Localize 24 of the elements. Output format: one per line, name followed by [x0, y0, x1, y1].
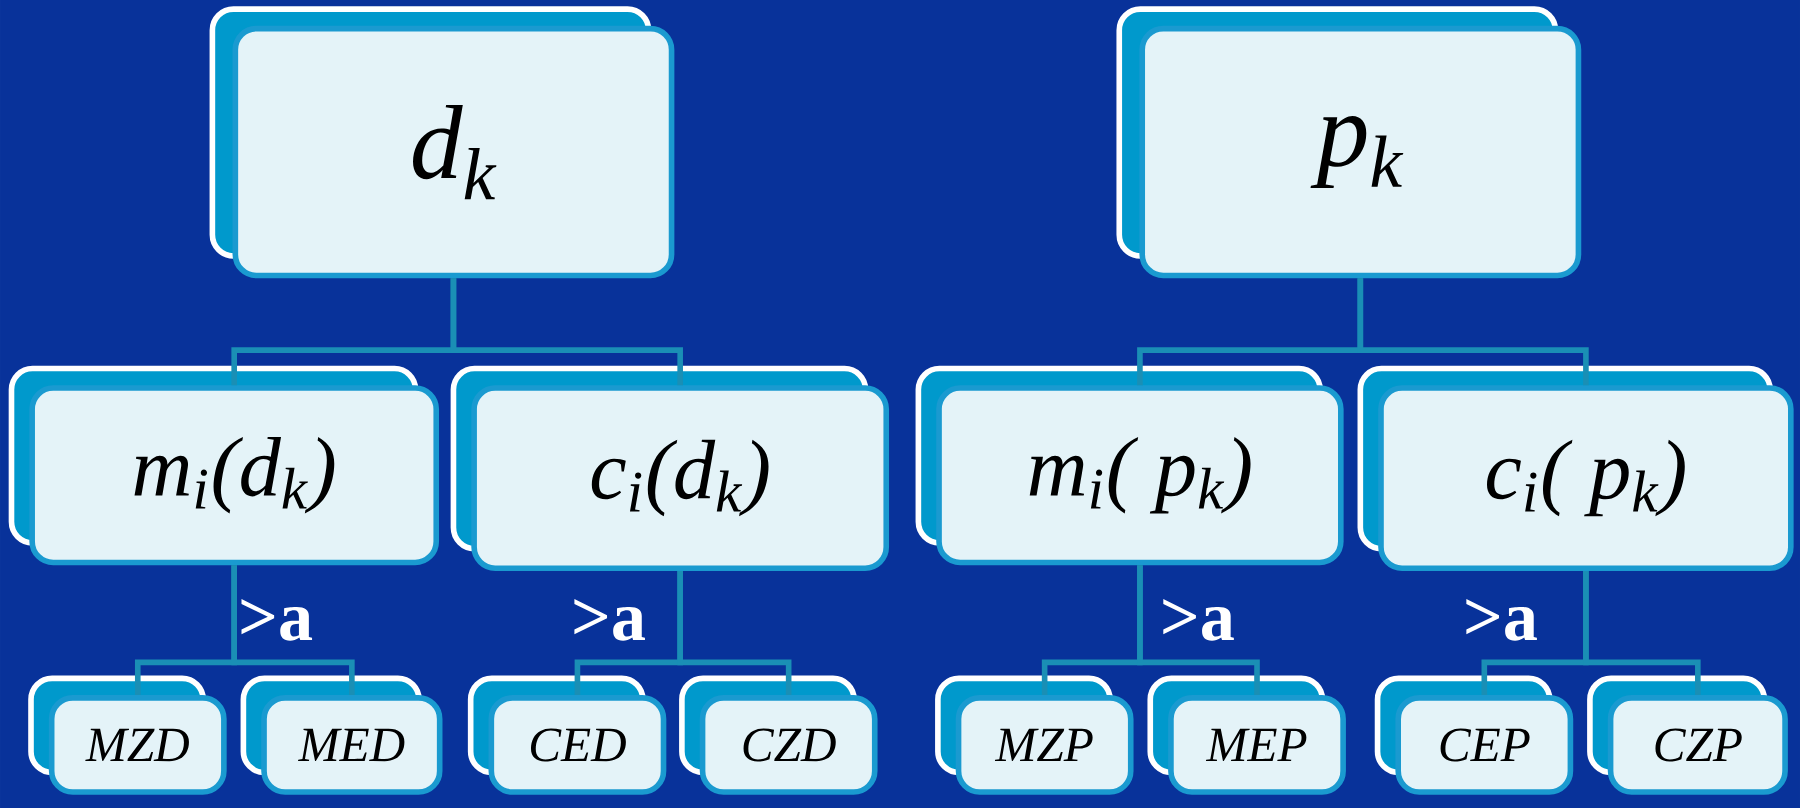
org-box: m$_{i}$(d$_{k}$) [8, 365, 440, 566]
connector-line [1137, 565, 1260, 696]
threshold-label: >a [574, 598, 645, 641]
org-box: m$_{i}$( p$_{k}$) [915, 365, 1344, 566]
org-box: MEP [1147, 675, 1346, 795]
threshold-label: >a [1163, 598, 1234, 641]
org-box: c$_{i}$(d$_{k}$) [450, 365, 890, 571]
connector-line [677, 570, 792, 696]
org-box: CZD [679, 675, 878, 795]
org-box: CZP [1587, 675, 1788, 795]
threshold-label: >a [241, 598, 313, 641]
threshold-label: >a [1466, 598, 1537, 641]
org-box: MED [240, 675, 443, 795]
connector-line [1357, 278, 1589, 386]
connector-line [450, 278, 683, 386]
org-box: MZP [935, 675, 1134, 795]
org-box: CEP [1374, 675, 1574, 795]
connector-line [231, 565, 355, 696]
org-box: p$_{k}$ [1116, 6, 1582, 279]
connector-line [1583, 570, 1701, 696]
org-box: d$_{k}$ [209, 6, 675, 279]
org-box: c$_{i}$( p$_{k}$) [1357, 365, 1794, 571]
org-box: CED [467, 675, 667, 795]
org-box: MZD [28, 675, 227, 795]
